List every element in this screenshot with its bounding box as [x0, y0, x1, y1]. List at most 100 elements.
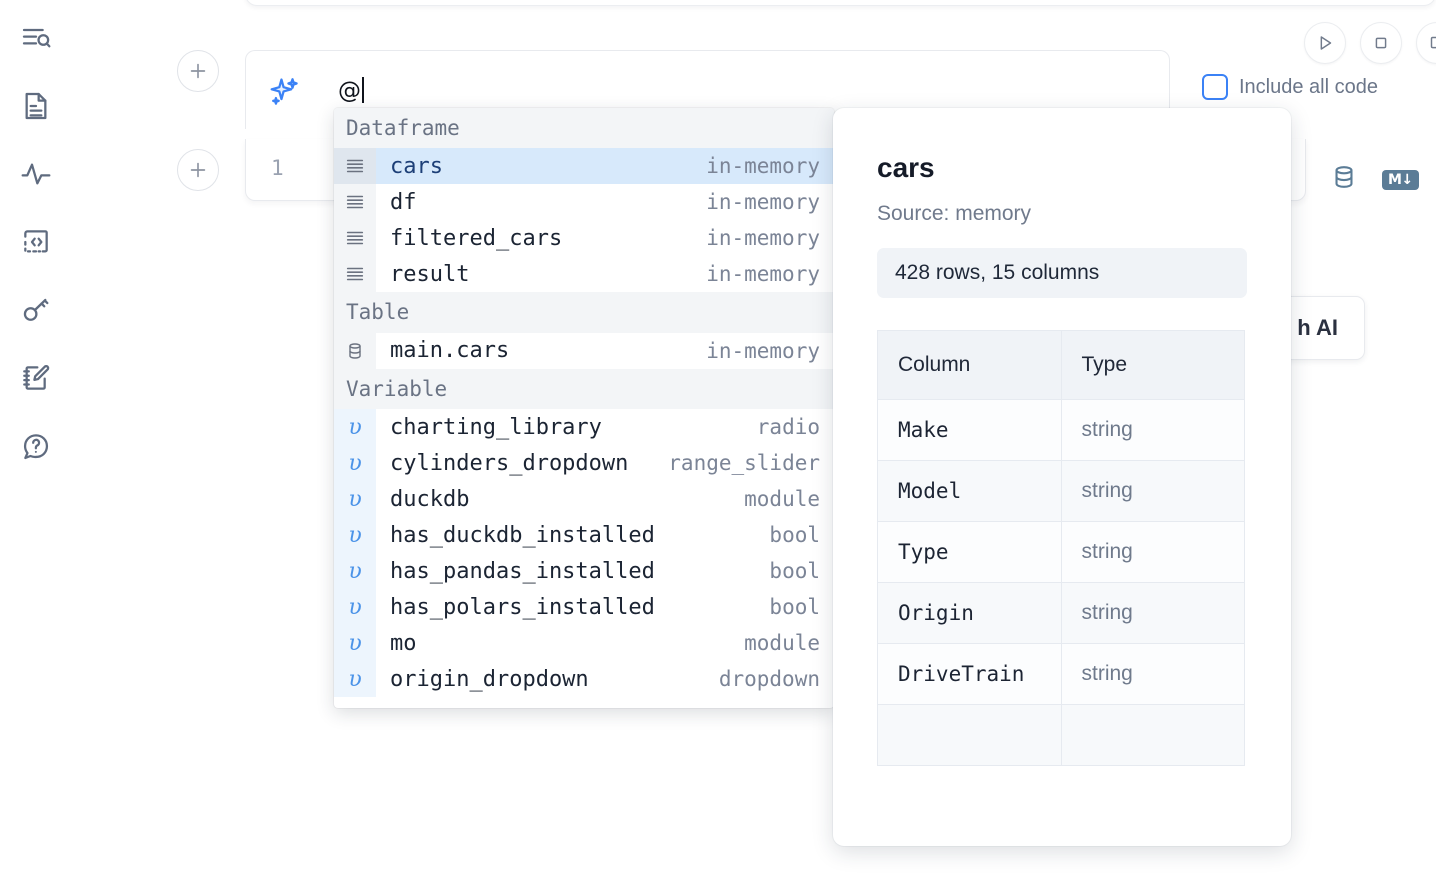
variable-icon: υ	[334, 517, 376, 554]
completion-item[interactable]: df in-memory	[334, 184, 834, 221]
completion-item-kind: module	[744, 631, 820, 656]
line-number: 1	[271, 156, 284, 180]
sparkles-icon	[268, 75, 302, 114]
completion-item-kind: in-memory	[706, 262, 820, 287]
completion-item-name: has_pandas_installed	[390, 558, 655, 584]
dataframe-icon	[334, 256, 376, 293]
info-panel-source: Source: memory	[877, 202, 1032, 225]
table-database-icon	[334, 332, 376, 369]
info-panel-shape: 428 rows, 15 columns	[877, 248, 1247, 298]
add-cell-above-button[interactable]	[177, 50, 219, 92]
snippets-code-icon[interactable]	[16, 222, 56, 262]
completion-group-header: Table	[334, 292, 834, 333]
completion-item-kind: in-memory	[706, 190, 820, 215]
completion-item-kind: bool	[769, 595, 820, 620]
dataframe-icon	[334, 220, 376, 257]
schema-header-column: Column	[877, 330, 1062, 400]
completion-item-kind: module	[744, 487, 820, 512]
variable-icon: υ	[334, 661, 376, 698]
completion-item-name: cylinders_dropdown	[390, 450, 629, 476]
add-cell-below-button[interactable]	[177, 149, 219, 191]
completion-item-name: result	[390, 261, 470, 287]
completion-item-name: origin_dropdown	[390, 666, 589, 692]
schema-column-name: Type	[877, 521, 1062, 583]
schema-column-name: Origin	[877, 582, 1062, 644]
completion-item[interactable]: main.cars in-memory	[334, 332, 834, 369]
variable-icon: υ	[334, 625, 376, 662]
dataframe-info-panel: cars Source: memory 428 rows, 15 columns…	[833, 108, 1291, 846]
variable-icon: υ	[334, 553, 376, 590]
completion-item-kind: bool	[769, 523, 820, 548]
secrets-key-icon[interactable]	[16, 290, 56, 330]
variable-icon: υ	[334, 409, 376, 446]
schema-column-type: string	[1060, 582, 1245, 644]
stop-cell-button[interactable]	[1360, 22, 1402, 64]
help-icon[interactable]	[16, 426, 56, 466]
info-panel-title: cars	[877, 152, 935, 183]
include-all-code-checkbox[interactable]	[1202, 74, 1228, 100]
completion-item-name: has_duckdb_installed	[390, 522, 655, 548]
completion-item-kind: in-memory	[706, 154, 820, 179]
completion-item-name: charting_library	[390, 414, 602, 440]
file-explorer-icon[interactable]	[16, 86, 56, 126]
dataframe-icon	[334, 184, 376, 221]
left-sidebar	[0, 0, 72, 874]
schema-column-name: DriveTrain	[877, 643, 1062, 705]
more-actions-button[interactable]	[1416, 22, 1436, 64]
completion-item-kind: in-memory	[706, 226, 820, 251]
completion-item-name: main.cars	[390, 338, 510, 364]
completion-item[interactable]: υ has_duckdb_installed bool	[334, 517, 834, 554]
completion-item-kind: in-memory	[706, 338, 820, 363]
completion-group-header: Variable	[334, 368, 834, 410]
dataframe-icon	[334, 148, 376, 185]
schema-column-type	[1060, 704, 1245, 766]
completion-item-name: mo	[390, 630, 417, 656]
schema-column-name: Model	[877, 460, 1062, 522]
outline-search-icon[interactable]	[16, 18, 56, 58]
text-caret	[362, 77, 364, 103]
markdown-badge[interactable]: M↓	[1382, 169, 1419, 190]
completion-item[interactable]: filtered_cars in-memory	[334, 220, 834, 257]
scratchpad-edit-icon[interactable]	[16, 358, 56, 398]
schema-column-type: string	[1060, 399, 1245, 461]
schema-column-type: string	[1060, 643, 1245, 705]
completion-item[interactable]: cars in-memory	[334, 148, 834, 185]
completion-item-name: filtered_cars	[390, 225, 563, 251]
run-controls	[1304, 22, 1436, 64]
completion-item[interactable]: result in-memory	[334, 256, 834, 293]
completion-item-name: df	[390, 189, 417, 215]
cell-toolbar: M↓	[1330, 163, 1419, 196]
schema-table-header-row: Column Type	[877, 330, 1245, 400]
completion-item[interactable]: υ has_pandas_installed bool	[334, 553, 834, 590]
previous-cell-card-edge	[245, 0, 1436, 6]
activity-icon[interactable]	[16, 154, 56, 194]
completion-item-kind: bool	[769, 559, 820, 584]
completion-item-name: has_polars_installed	[390, 594, 655, 620]
completion-item-name: duckdb	[390, 486, 470, 512]
include-all-code-row[interactable]: Include all code	[1202, 74, 1378, 100]
include-all-code-label: Include all code	[1239, 75, 1378, 98]
ai-prompt-value: @	[338, 78, 361, 104]
variable-icon: υ	[334, 445, 376, 482]
completion-group-header: Dataframe	[334, 108, 834, 149]
run-cell-button[interactable]	[1304, 22, 1346, 64]
schema-column-name	[877, 704, 1062, 766]
completion-item-name: cars	[390, 153, 443, 179]
ai-prompt-input[interactable]: @	[338, 77, 364, 104]
schema-column-type: string	[1060, 460, 1245, 522]
variable-icon: υ	[334, 481, 376, 518]
database-icon[interactable]	[1330, 163, 1358, 196]
schema-header-type: Type	[1060, 330, 1245, 400]
